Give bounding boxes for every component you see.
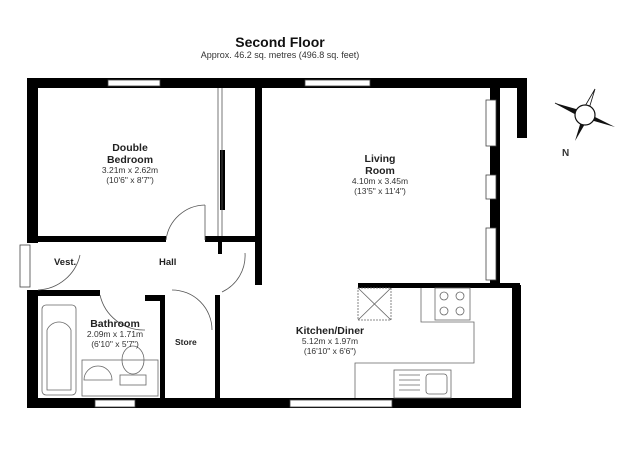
room-name: Bathroom — [90, 318, 140, 330]
room-name: Kitchen/Diner — [295, 325, 365, 337]
room-label-bedroom: Double Bedroom 3.21m x 2.62m (10'6" x 8'… — [70, 142, 190, 186]
room-name: Living — [364, 153, 396, 165]
fixtures — [41, 287, 475, 399]
room-dimensions-metric: 3.21m x 2.62m — [101, 165, 159, 176]
room-label-vest: Vest. — [54, 257, 77, 268]
walls — [27, 78, 527, 408]
room-label-bathroom: Bathroom 2.09m x 1.71m (6'10" x 5'7") — [75, 318, 155, 350]
room-label-living: Living Room 4.10m x 3.45m (13'5" x 11'4"… — [320, 153, 440, 197]
room-dimensions-imperial: (10'6" x 8'7") — [106, 174, 154, 185]
room-name: Room — [365, 165, 395, 178]
doors — [37, 88, 246, 331]
windows — [19, 79, 497, 408]
compass-icon — [554, 88, 615, 141]
room-label-store: Store — [175, 337, 197, 347]
room-dimensions-imperial: (13'5" x 11'4") — [354, 185, 406, 196]
room-name: Double — [112, 142, 148, 154]
compass-north-label: N — [562, 148, 570, 159]
room-dimensions-imperial: (16'10" x 6'6") — [303, 345, 357, 356]
room-label-hall: Hall — [159, 257, 177, 268]
room-label-kitchen: Kitchen/Diner 5.12m x 1.97m (16'10" x 6'… — [270, 325, 390, 357]
page-title: Second Floor — [235, 34, 325, 50]
room-dimensions-metric: 5.12m x 1.97m — [301, 336, 359, 347]
room-dimensions-imperial: (6'10" x 5'7") — [91, 338, 139, 349]
room-name: Bedroom — [106, 154, 154, 167]
room-dimensions-metric: 4.10m x 3.45m — [351, 176, 409, 187]
area-subtitle: Approx. 46.2 sq. metres (496.8 sq. feet) — [200, 50, 360, 60]
room-dimensions-metric: 2.09m x 1.71m — [86, 329, 144, 340]
